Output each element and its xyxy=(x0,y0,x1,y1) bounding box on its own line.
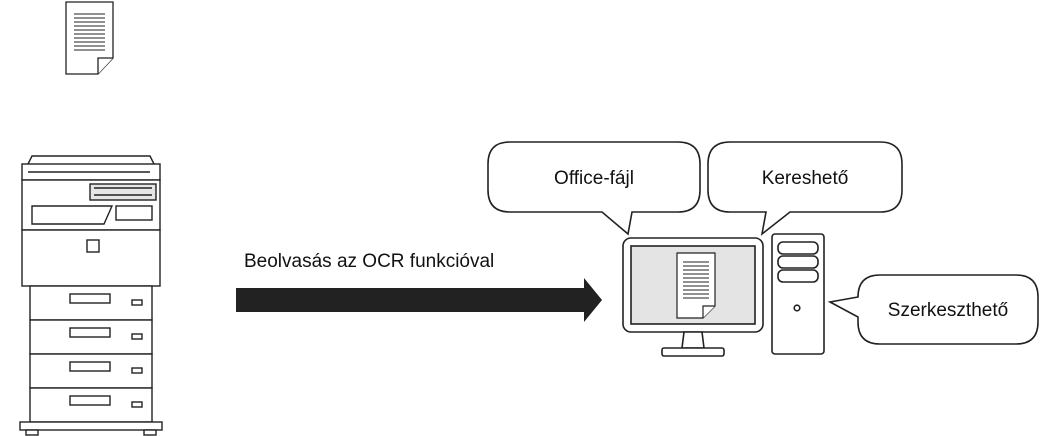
editable-label: Szerkeszthető xyxy=(888,300,1008,321)
arrow-label: Beolvasás az OCR funkcióval xyxy=(244,251,494,272)
searchable-bubble: Kereshető xyxy=(707,141,903,236)
screen-document-icon xyxy=(676,252,716,319)
right-arrow-icon xyxy=(236,278,602,322)
office-file-label: Office-fájl xyxy=(554,168,634,189)
pc-tower-icon xyxy=(771,233,825,355)
searchable-label: Kereshető xyxy=(762,168,849,189)
office-file-bubble: Office-fájl xyxy=(487,141,701,236)
editable-bubble: Szerkeszthető xyxy=(827,274,1039,345)
multifunction-printer-icon xyxy=(19,155,163,436)
source-document-icon xyxy=(65,1,114,75)
